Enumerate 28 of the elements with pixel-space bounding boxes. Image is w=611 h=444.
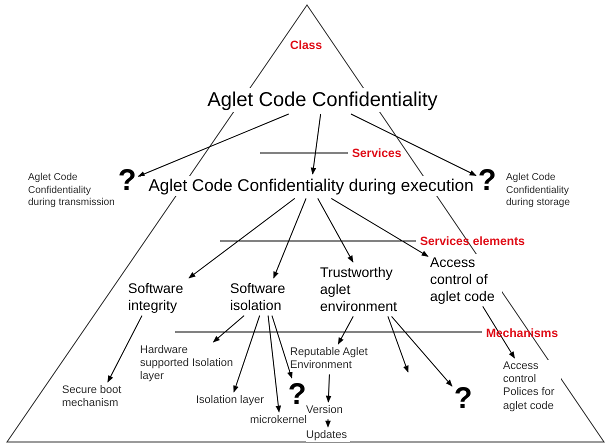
arrow <box>310 114 322 175</box>
arrow <box>268 315 282 413</box>
mechanism-label: Updates <box>306 429 350 442</box>
tier-label: Services <box>352 146 402 160</box>
tier-label: Class <box>290 38 322 52</box>
arrow <box>482 306 516 359</box>
arrow <box>273 198 307 279</box>
arrow <box>107 315 142 383</box>
arrow <box>338 316 354 345</box>
arrow <box>188 198 296 278</box>
arrow <box>212 315 245 342</box>
arrow <box>271 315 293 379</box>
mechanism-label: Isolation layer <box>196 394 266 408</box>
arrow <box>138 114 290 177</box>
arrow <box>317 198 354 263</box>
arrow <box>325 418 331 428</box>
question-caption: Aglet Code Confidentiality during transmission <box>28 172 116 210</box>
service-element-label: Access control of aglet code <box>430 254 502 304</box>
arrow <box>350 114 477 176</box>
arrow <box>391 316 452 387</box>
mechanism-label: Reputable Aglet Environment <box>290 346 370 372</box>
mechanism-label: Access control Polices for aglet code <box>503 360 561 413</box>
concept-label: Aglet Code Confidentiality <box>205 88 440 112</box>
arrow <box>326 374 332 403</box>
question-caption: Aglet Code Confidentiality during storage <box>506 172 571 210</box>
arrow <box>387 316 408 373</box>
arrow <box>330 198 429 257</box>
arrow <box>233 315 260 393</box>
